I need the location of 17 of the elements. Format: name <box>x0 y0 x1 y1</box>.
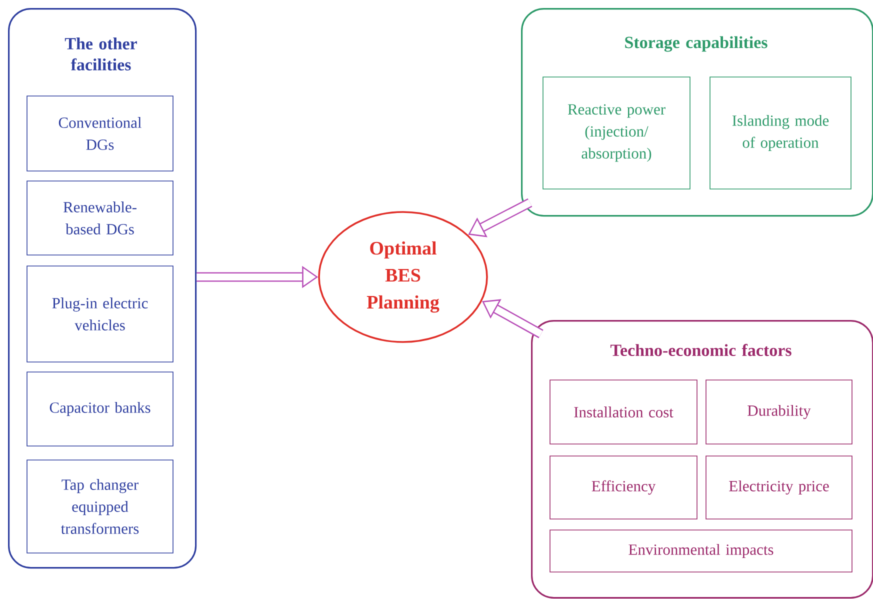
item-box: Environmental impacts <box>550 530 852 572</box>
double-arrow <box>468 198 532 238</box>
double-arrow <box>482 299 544 338</box>
item-box: Tap changer equipped transformers <box>26 460 174 554</box>
item-box: Installation cost <box>550 380 698 444</box>
item-box: Renewable-based DGs <box>26 180 174 256</box>
panel-heading: The other facilities <box>64 38 137 70</box>
item-box: Reactive power (injection/ absorption) <box>542 76 690 190</box>
item-box: Electricity price <box>706 456 852 520</box>
item-box: Durability <box>706 380 852 444</box>
item-box: Efficiency <box>550 456 698 520</box>
item-box: Plug-in electric vehicles <box>26 266 174 362</box>
item-box: Conventional DGs <box>26 96 174 172</box>
panel-heading: Techno-economic factors <box>610 344 792 356</box>
item-box: Islanding mode of operation <box>710 76 852 190</box>
item-box: Capacitor banks <box>26 372 174 446</box>
panel-heading: Storage capabilities <box>625 36 768 52</box>
